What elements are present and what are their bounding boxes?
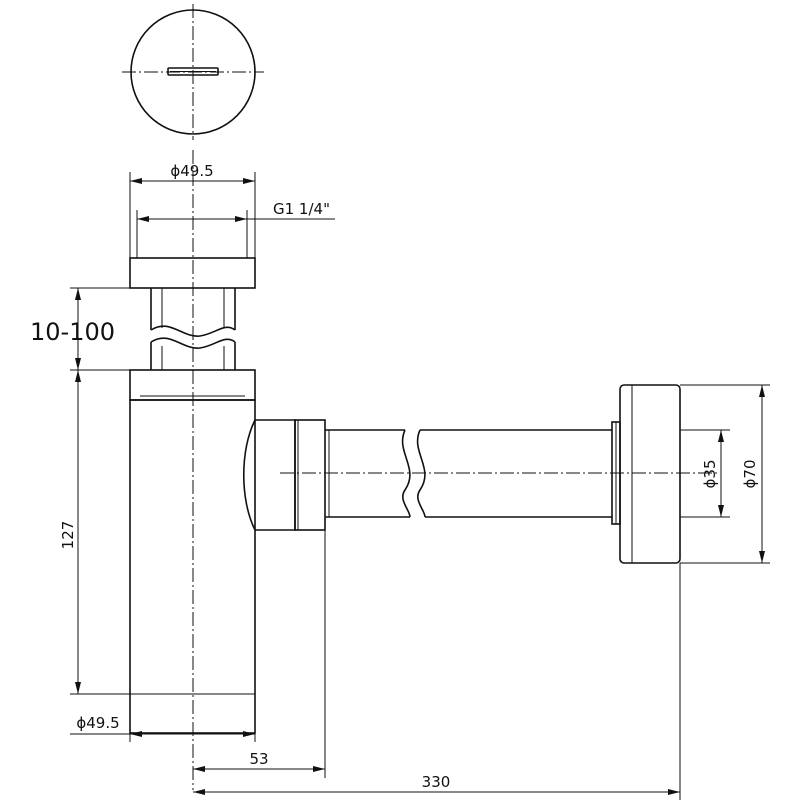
- dim-length: 330: [193, 563, 681, 800]
- dim-flange-diameter-label: ϕ70: [741, 460, 759, 489]
- outlet-pipe: [243, 419, 720, 531]
- dim-top-diameter: ϕ49.5: [129, 162, 256, 258]
- flange-plate: [619, 384, 681, 564]
- pipe-break-right: [416, 429, 426, 518]
- dim-body-height: 127: [59, 369, 130, 695]
- dim-body-height-label: 127: [59, 521, 77, 550]
- cap-slot: [167, 67, 219, 76]
- dim-pipe-diameter: ϕ35: [680, 429, 730, 518]
- top-view-cap: [122, 4, 264, 140]
- dim-adjust-range: 10-100: [30, 287, 130, 371]
- dim-offset: 53: [193, 530, 326, 778]
- pipe-break-left: [401, 429, 411, 518]
- dim-offset-label: 53: [249, 750, 268, 768]
- wall-flange: [611, 384, 681, 564]
- dim-adjust-range-label: 10-100: [30, 318, 115, 346]
- dim-body-diameter: ϕ49.5: [70, 714, 256, 742]
- dim-thread: G1 1/4": [136, 200, 335, 258]
- break-line-lower: [150, 337, 236, 349]
- dim-thread-label: G1 1/4": [273, 200, 330, 218]
- dim-pipe-diameter-label: ϕ35: [701, 460, 719, 489]
- elbow: [243, 419, 296, 531]
- elbow-nut: [294, 419, 326, 531]
- dim-flange-diameter: ϕ70: [680, 384, 770, 564]
- break-line-upper: [150, 325, 236, 337]
- dim-length-label: 330: [422, 773, 451, 791]
- trap-body: [129, 150, 256, 790]
- dim-top-diameter-label: ϕ49.5: [170, 162, 213, 180]
- dim-body-diameter-label: ϕ49.5: [76, 714, 119, 732]
